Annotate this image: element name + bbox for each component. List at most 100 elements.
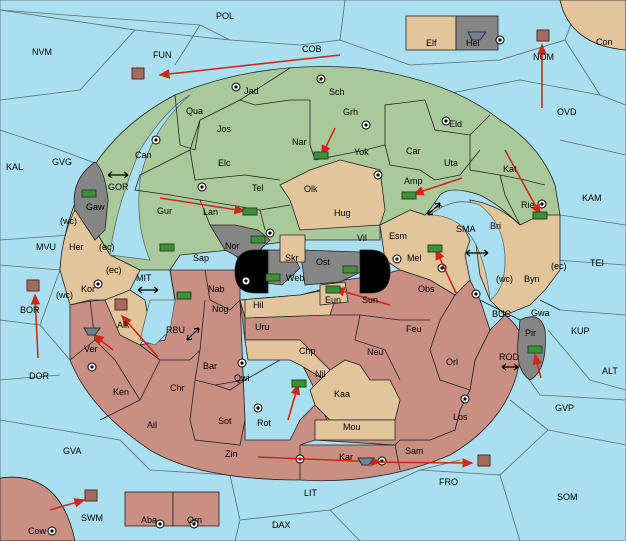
prov-eun: Eun [325,295,341,305]
red-army-alk [114,298,128,311]
prov-feu: Feu [406,324,422,334]
inner-lake-east [428,201,506,301]
prov-alk: Alk [117,320,130,330]
prov-sun: Sun [362,295,378,305]
prov-nab: Nab [208,284,225,294]
prov-bar: Bar [203,361,217,371]
prov-chp: Chp [299,346,316,356]
strait-arrows [107,171,519,371]
sea-sma: SMA [456,224,476,234]
sea-kal: KAL [6,162,23,172]
green-army-ost [342,265,358,274]
prov-web: Web [286,273,304,283]
prov-sap: Sap [193,253,209,263]
coast-labels: (wc) (ec) (ec) (wc) (wc) (ec) [56,216,567,300]
sea-nom: NOM [533,52,554,62]
sea-ovd: OVD [557,107,577,117]
sea-labels: POL NVM FUN COB NOM Con OVD KAL GVG GOR … [6,11,618,536]
prov-her: Her [69,242,84,252]
sea-kup: KUP [571,326,590,336]
prov-uru: Uru [255,322,270,332]
sea-rod: ROD [499,352,520,362]
sea-som: SOM [557,492,578,502]
prov-chr: Chr [170,383,185,393]
prov-gwa: Gwa [531,308,550,318]
green-army-amp [401,191,417,200]
prov-skr: Skr [285,253,299,263]
prov-nar: Nar [292,137,307,147]
sea-lit: LIT [304,488,318,498]
red-army-bor [26,279,40,292]
coast-kor-wc: (wc) [56,290,73,300]
prov-qwi: Qwi [234,373,250,383]
prov-mou: Mou [343,422,361,432]
sea-gor: GOR [108,182,129,192]
prov-grh: Grh [343,107,358,117]
green-army-lan [242,207,258,216]
fleet-ver [83,327,101,336]
coast-kor-ec: (ec) [106,265,122,275]
sea-alt: ALT [602,366,618,376]
sea-dor: DOR [29,371,50,381]
green-army-web [265,273,281,282]
green-army-nor [250,235,266,244]
coast-her-ec: (ec) [99,242,115,252]
province-borders [69,67,561,480]
green-army-sap [159,243,175,252]
prov-mel: Mel [407,253,422,263]
prov-car: Car [406,146,421,156]
prov-lan: Lan [203,207,218,217]
sea-bor: BOR [20,305,40,315]
prov-nor: Nor [225,241,240,251]
prov-uta: Uta [444,158,458,168]
prov-sam: Sam [405,446,424,456]
prov-ver: Ver [84,344,98,354]
prov-jad: Jad [244,86,259,96]
green-army-pir [527,345,543,354]
coast-byn-wc: (wc) [496,274,513,284]
province-labels: Elf Hel Jad Sch Qua Jos Grh Eld Can Nar … [69,38,550,525]
prov-obs: Obs [418,284,435,294]
prov-neu: Neu [367,347,384,357]
sea-mvu: MVU [36,242,56,252]
prov-bri: Bri [490,221,501,231]
green-army-rie [532,211,548,220]
sea-dax: DAX [272,520,291,530]
prov-ail: Ail [147,420,157,430]
prov-nog: Nog [212,304,229,314]
prov-byn: Byn [524,274,540,284]
prov-rie: Rie [521,200,535,210]
coast-her-wc: (wc) [60,216,77,226]
prov-pir: Pir [525,328,536,338]
sea-cow: Cow [28,526,47,536]
fleet-kar [357,457,375,466]
prov-sot: Sot [218,416,232,426]
units [26,29,550,502]
green-army-mel [427,244,443,253]
prov-gur: Gur [157,206,172,216]
sea-kam: KAM [582,193,602,203]
prov-ken: Ken [113,387,129,397]
sea-mit: MIT [136,273,152,283]
prov-yok: Yok [354,147,369,157]
prov-orl: Orl [446,357,458,367]
prov-hel: Hel [466,38,480,48]
sea-fun: FUN [153,50,172,60]
sea-cob: COB [302,44,322,54]
fleet-hel [467,31,487,41]
green-army-gur [81,189,97,198]
prov-hug: Hug [334,208,351,218]
prov-kat: Kat [503,164,517,174]
sea-con: Con [596,37,613,47]
red-army-swm [84,489,98,502]
continent [59,66,561,482]
sea-rbu: RBU [166,325,185,335]
sea-gvp: GVP [555,403,574,413]
sea-gvg: GVG [52,157,72,167]
prov-tel: Tel [252,183,264,193]
prov-ost: Ost [316,257,331,267]
green-army-nab [176,291,192,300]
south-boxes [124,491,220,527]
